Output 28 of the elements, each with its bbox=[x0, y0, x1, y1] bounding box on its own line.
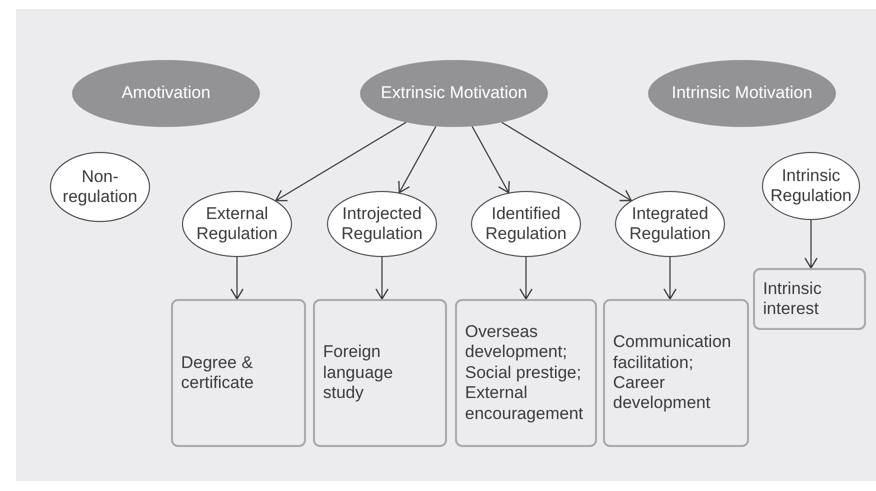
arrow bbox=[375, 257, 389, 300]
arrow bbox=[501, 122, 632, 202]
example-box bbox=[171, 299, 306, 447]
node-label: Intrinsic interest bbox=[763, 278, 823, 320]
arrow bbox=[663, 257, 677, 300]
node-label: Introjected Regulation bbox=[340, 204, 424, 244]
node-label: Extrinsic Motivation bbox=[380, 83, 528, 104]
node-label: Foreign language study bbox=[323, 342, 394, 404]
node-label: External Regulation bbox=[195, 204, 279, 244]
node-label: Integrated Regulation bbox=[628, 204, 712, 244]
example-box bbox=[313, 299, 447, 447]
arrow bbox=[472, 126, 510, 194]
node-label: Communication facilitation; Career development bbox=[613, 332, 732, 414]
arrow bbox=[230, 257, 244, 300]
node-label: Overseas development; Social prestige; External encouragement bbox=[465, 322, 584, 424]
node-label: Non-regulation bbox=[62, 166, 138, 208]
arrow bbox=[275, 122, 406, 202]
example-box bbox=[455, 299, 597, 447]
node-label: Intrinsic Motivation bbox=[672, 83, 812, 104]
arrow bbox=[519, 257, 533, 300]
node-label: Degree & certificate bbox=[181, 352, 255, 394]
arrow bbox=[804, 220, 818, 269]
node-label: Amotivation bbox=[122, 83, 210, 104]
node-label: Intrinsic Regulation bbox=[769, 166, 853, 206]
node-label: Identified Regulation bbox=[484, 204, 568, 244]
example-box bbox=[753, 268, 866, 330]
example-box bbox=[603, 299, 749, 447]
arrow bbox=[398, 126, 436, 194]
